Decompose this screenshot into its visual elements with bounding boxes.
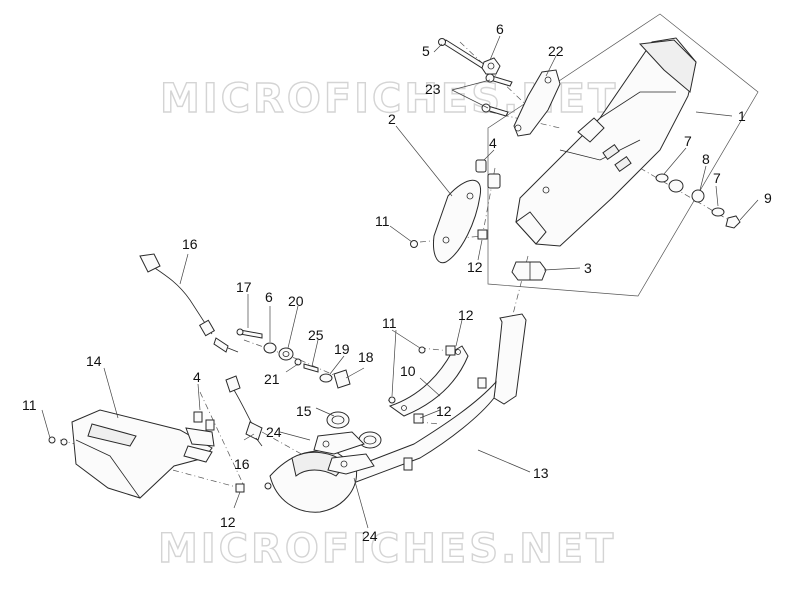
belly-shield [48, 345, 456, 499]
callout-23: 23 [425, 81, 441, 97]
callout-12-upper: 12 [467, 259, 483, 275]
callout-13: 13 [533, 465, 549, 481]
callout-4-left: 4 [193, 369, 201, 385]
callouts: 1 2 3 4 4 5 6 6 7 7 8 9 10 11 11 11 12 1… [22, 21, 772, 544]
callout-1: 1 [738, 108, 746, 124]
callout-6-mid: 6 [265, 289, 273, 305]
callout-17: 17 [236, 279, 252, 295]
manifold-hardware [236, 328, 351, 389]
callout-12-mid: 12 [458, 307, 474, 323]
callout-7-upper: 7 [684, 133, 692, 149]
callout-3: 3 [584, 260, 592, 276]
callout-7-lower: 7 [713, 170, 721, 186]
muffler-bracket [513, 69, 561, 137]
screw-clip-shield [410, 229, 488, 248]
leader-lines [41, 35, 759, 529]
callout-21: 21 [264, 371, 280, 387]
exhaust-manifold [269, 313, 527, 513]
lambda-sensor-lower [225, 375, 263, 447]
callout-10: 10 [400, 363, 416, 379]
callout-25: 25 [308, 327, 324, 343]
bolt-5-nut-6 [438, 38, 501, 75]
callout-24-left: 24 [266, 424, 282, 440]
rubber-blocks-top [475, 159, 501, 189]
callout-9: 9 [764, 190, 772, 206]
callout-11-left: 11 [22, 397, 37, 413]
heat-shield-muffler [433, 179, 482, 264]
callout-11-mid: 11 [382, 315, 397, 331]
callout-5: 5 [422, 43, 430, 59]
callout-6-top: 6 [496, 21, 504, 37]
callout-16-upper: 16 [182, 236, 198, 252]
callout-18: 18 [358, 349, 374, 365]
callout-4-top: 4 [489, 135, 497, 151]
callout-22: 22 [548, 43, 564, 59]
callout-12-bottom: 12 [220, 514, 236, 530]
callout-15: 15 [296, 403, 312, 419]
mount-hardware-right [655, 173, 741, 229]
muffler [515, 37, 697, 247]
callout-12-right: 12 [436, 403, 452, 419]
lambda-sensor-upper [139, 253, 239, 353]
callout-8: 8 [702, 151, 710, 167]
callout-24-bottom: 24 [362, 528, 378, 544]
callout-20: 20 [288, 293, 304, 309]
heat-shield-pipe [388, 345, 469, 417]
callout-14: 14 [86, 353, 102, 369]
watermark-bottom: MICROFICHES.NET [158, 526, 616, 572]
bolts-23 [481, 73, 513, 117]
callout-16-lower: 16 [234, 456, 250, 472]
callout-2: 2 [388, 111, 396, 127]
callout-19: 19 [334, 341, 350, 357]
clamp [511, 261, 547, 281]
callout-11-upper: 11 [375, 213, 390, 229]
